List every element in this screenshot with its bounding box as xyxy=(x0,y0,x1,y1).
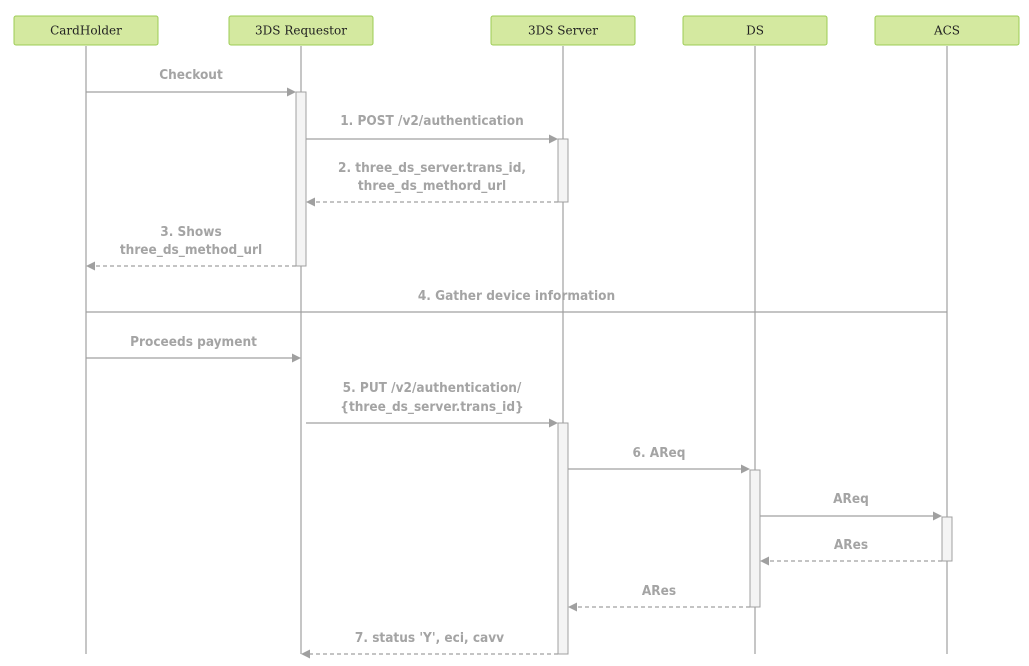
message-label: {three_ds_server.trans_id} xyxy=(340,399,523,415)
arrow-head xyxy=(549,418,558,428)
actor-box xyxy=(682,15,828,46)
message-label: ARes xyxy=(642,583,676,599)
actor-label: 3DS Requestor xyxy=(255,24,347,38)
message-put-auth: 5. PUT /v2/authentication/ {three_ds_serv… xyxy=(306,380,558,428)
message-label: 4. Gather device information xyxy=(418,288,615,304)
message-label: 7. status 'Y', eci, cavv xyxy=(355,630,504,646)
message-label: 2. three_ds_server.trans_id, xyxy=(338,160,526,176)
message-label: Checkout xyxy=(159,67,223,83)
arrow-head xyxy=(292,353,301,363)
activation-bar-requestor xyxy=(295,91,307,267)
message-checkout: Checkout xyxy=(86,67,296,97)
lifelines xyxy=(85,46,948,654)
message-label: 3. Shows xyxy=(160,224,221,240)
message-status-reply: 7. status 'Y', eci, cavv xyxy=(301,630,558,659)
actor-label: 3DS Server xyxy=(528,24,598,38)
actor-acs: ACS xyxy=(874,15,1020,46)
message-areq-ds-acs: AReq xyxy=(760,491,942,521)
actor-server: 3DS Server xyxy=(490,15,636,46)
message-ares-acs-ds: ARes xyxy=(760,537,942,566)
activation-bar-server xyxy=(557,138,569,203)
actor-cardholder: CardHolder xyxy=(13,15,159,46)
actor-box xyxy=(13,15,159,46)
activation-bars xyxy=(295,91,953,655)
message-label: ARes xyxy=(834,537,868,553)
message-label: 1. POST /v2/authentication xyxy=(340,113,524,129)
message-label: three_ds_methord_url xyxy=(358,178,506,194)
arrow-head xyxy=(301,649,310,659)
actor-requestor: 3DS Requestor xyxy=(228,15,374,46)
message-label: 5. PUT /v2/authentication/ xyxy=(343,380,522,396)
arrow-head xyxy=(86,261,95,271)
actors: CardHolder 3DS Requestor 3DS Server DS ACS xyxy=(13,15,1020,46)
message-label: 6. AReq xyxy=(633,445,686,461)
message-label: Proceeds payment xyxy=(130,334,257,350)
message-shows-method-url: 3. Shows three_ds_method_url xyxy=(86,224,296,271)
messages: Checkout 1. POST /v2/authentication 2. thr… xyxy=(86,67,947,659)
message-gather-device-info: 4. Gather device information xyxy=(86,288,947,313)
arrow-head xyxy=(760,556,769,566)
activation-bar-server xyxy=(557,422,569,655)
actor-box xyxy=(228,15,374,46)
message-trans-id-reply: 2. three_ds_server.trans_id, three_ds_met… xyxy=(306,160,558,207)
actor-box xyxy=(874,15,1020,46)
arrow-head xyxy=(287,87,296,97)
actor-label: ACS xyxy=(933,24,960,38)
message-areq-server-ds: 6. AReq xyxy=(568,445,750,474)
activation-bar-acs xyxy=(941,516,953,562)
message-label: three_ds_method_url xyxy=(120,242,262,258)
actor-label: CardHolder xyxy=(50,24,122,38)
activation-bar-ds xyxy=(749,469,761,608)
message-label: AReq xyxy=(833,491,869,507)
arrow-head xyxy=(549,134,558,144)
actor-label: DS xyxy=(746,24,764,38)
arrow-head xyxy=(306,197,315,207)
arrow-head xyxy=(933,511,942,521)
arrow-head xyxy=(568,602,577,612)
message-proceeds-payment: Proceeds payment xyxy=(86,334,301,363)
actor-ds: DS xyxy=(682,15,828,46)
message-ares-ds-server: ARes xyxy=(568,583,750,612)
arrow-head xyxy=(741,464,750,474)
message-post-auth: 1. POST /v2/authentication xyxy=(306,113,558,144)
actor-box xyxy=(490,15,636,46)
